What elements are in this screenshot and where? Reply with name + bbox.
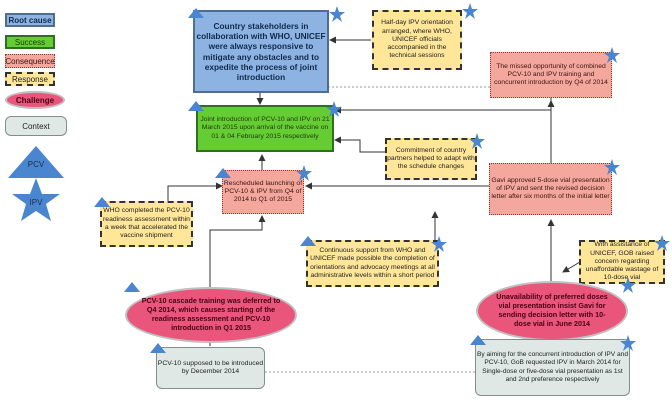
node-pcv-training-deferred: PCV-10 cascade training was deferred to … — [125, 287, 297, 343]
legend-context-label: Context — [22, 121, 50, 131]
legend-consequence-label: Consequence — [5, 56, 55, 66]
node-missed-opportunity-text: The missed opportunity of combined PCV-1… — [494, 62, 608, 87]
node-unavailability-preferred-doses: Unavailability of preferred doses vial p… — [476, 281, 628, 341]
arrow-pcvtraining-to-rescheduled — [209, 215, 266, 288]
node-unicef-gob-concern: With assistance of UNICEF, GOB raised co… — [579, 240, 665, 284]
legend-root-cause-label: Root cause — [8, 15, 52, 25]
arrow-unicef-to-unavail — [562, 261, 581, 273]
node-missed-opportunity: The missed opportunity of combined PCV-1… — [490, 52, 612, 98]
legend-success-label: Success — [14, 37, 46, 47]
node-joint-introduction-text: Joint introduction of PCV-10 and IPV on … — [200, 116, 330, 140]
node-root-cause: Country stakeholders in collaboration wi… — [193, 10, 329, 93]
legend-ipv-label: IPV — [29, 198, 43, 207]
node-half-day-orientation: Half-day IPV orientation arranged, where… — [372, 10, 462, 70]
node-pcv-training-deferred-text: PCV-10 cascade training was deferred to … — [141, 296, 281, 332]
node-unicef-gob-concern-text: With assistance of UNICEF, GOB raised co… — [585, 241, 659, 282]
node-gavi-approved: Gavi approved 5-dose vial presentation o… — [489, 163, 612, 215]
node-rescheduled-launching: Rescheduled launching of PCV-10 & IPV fr… — [222, 170, 304, 214]
legend-context: Context — [5, 116, 67, 136]
legend-pcv-label: PCV — [27, 160, 45, 169]
node-aiming-concurrent: By aiming for the concurrent introductio… — [475, 339, 630, 396]
node-aiming-concurrent-text: By aiming for the concurrent introductio… — [476, 351, 628, 383]
legend-success: Success — [5, 35, 55, 49]
arrow-commitment-to-joint — [334, 136, 385, 153]
node-unavailability-preferred-doses-text: Unavailability of preferred doses vial p… — [496, 292, 608, 328]
legend-response-label: Response — [11, 74, 49, 84]
node-continuous-support: Continuous support from WHO and UNICEF m… — [306, 240, 439, 287]
node-pcv-supposed-text: PCV-10 supposed to be introduced by Dece… — [157, 359, 264, 375]
node-continuous-support-text: Continuous support from WHO and UNICEF m… — [310, 246, 435, 279]
legend-consequence: Consequence — [5, 54, 55, 68]
legend-challenge: Challenge — [5, 91, 65, 109]
legend-challenge-label: Challenge — [15, 95, 55, 105]
arrow-missed-to-joint — [334, 98, 552, 114]
node-commitment-partners: Commitment of country partners helped to… — [385, 138, 477, 180]
node-joint-introduction: Joint introduction of PCV-10 and IPV on … — [196, 105, 334, 152]
node-gavi-approved-text: Gavi approved 5-dose vial presentation o… — [491, 176, 610, 201]
node-pcv-supposed: PCV-10 supposed to be introduced by Dece… — [156, 347, 265, 389]
legend-root-cause: Root cause — [5, 13, 55, 27]
node-who-completed: WHO completed the PCV-10 readiness asses… — [100, 201, 193, 247]
legend-response: Response — [5, 72, 55, 86]
node-half-day-orientation-text: Half-day IPV orientation arranged, where… — [381, 19, 453, 60]
node-commitment-partners-text: Commitment of country partners helped to… — [387, 146, 475, 171]
node-root-cause-text: Country stakeholders in collaboration wi… — [196, 21, 326, 82]
node-who-completed-text: WHO completed the PCV-10 readiness asses… — [103, 207, 190, 240]
node-rescheduled-launching-text: Rescheduled launching of PCV-10 & IPV fr… — [223, 179, 303, 204]
